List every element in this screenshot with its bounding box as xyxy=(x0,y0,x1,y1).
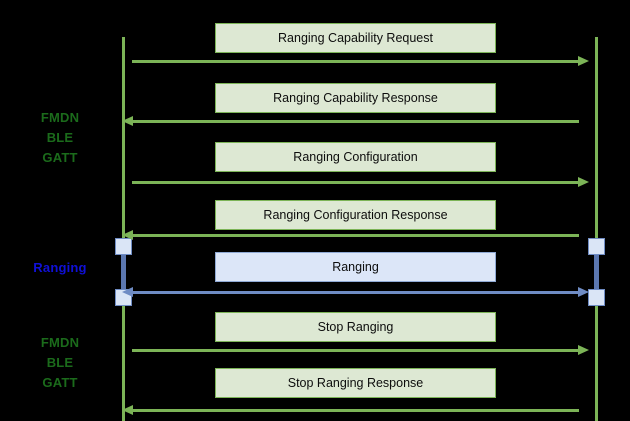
lifeline-left xyxy=(122,37,125,421)
message-box: Ranging xyxy=(215,252,496,282)
arrow-head-right-icon xyxy=(578,287,589,297)
arrow-head-left-icon xyxy=(122,116,133,126)
message-arrow xyxy=(132,345,589,356)
message-box: Ranging Configuration Response xyxy=(215,200,496,230)
activation-box-right-start xyxy=(588,238,605,255)
phase-label-ranging: Ranging xyxy=(33,260,87,275)
arrow-shaft xyxy=(132,234,579,237)
activation-box-left-start xyxy=(115,238,132,255)
message-label: Ranging Configuration xyxy=(293,150,418,164)
arrow-shaft xyxy=(132,181,579,184)
message-label: Ranging Configuration Response xyxy=(263,208,448,222)
message-label: Ranging Capability Request xyxy=(278,31,433,45)
lifeline-right xyxy=(595,37,598,421)
arrow-shaft xyxy=(132,409,579,412)
message-arrow xyxy=(122,230,579,241)
arrow-shaft xyxy=(132,291,579,294)
arrow-head-left-icon xyxy=(122,287,133,297)
phase-label-fmdn-ble-gatt-top: FMDN BLE GATT xyxy=(40,110,80,165)
message-box: Ranging Capability Request xyxy=(215,23,496,53)
arrow-head-left-icon xyxy=(122,405,133,415)
arrow-head-left-icon xyxy=(122,230,133,240)
message-arrow xyxy=(122,405,579,416)
message-label: Ranging xyxy=(332,260,379,274)
arrow-shaft xyxy=(132,349,579,352)
message-label: Ranging Capability Response xyxy=(273,91,438,105)
arrow-head-right-icon xyxy=(578,345,589,355)
message-label: Stop Ranging Response xyxy=(287,376,424,390)
message-box: Stop Ranging Response xyxy=(215,368,496,398)
activation-bar-right xyxy=(594,248,599,300)
message-label: Stop Ranging xyxy=(317,320,394,334)
message-box: Ranging Capability Response xyxy=(215,83,496,113)
activation-box-right-end xyxy=(588,289,605,306)
arrow-shaft xyxy=(132,120,579,123)
message-arrow xyxy=(132,56,589,67)
phase-label-fmdn-ble-gatt-bottom: FMDN BLE GATT xyxy=(40,335,80,390)
arrow-head-right-icon xyxy=(578,56,589,66)
arrow-shaft xyxy=(132,60,579,63)
message-arrow xyxy=(132,177,589,188)
message-box: Stop Ranging xyxy=(215,312,496,342)
message-arrow xyxy=(122,287,589,298)
message-arrow xyxy=(122,116,579,127)
arrow-head-right-icon xyxy=(578,177,589,187)
message-box: Ranging Configuration xyxy=(215,142,496,172)
activation-bar-left xyxy=(121,248,126,300)
